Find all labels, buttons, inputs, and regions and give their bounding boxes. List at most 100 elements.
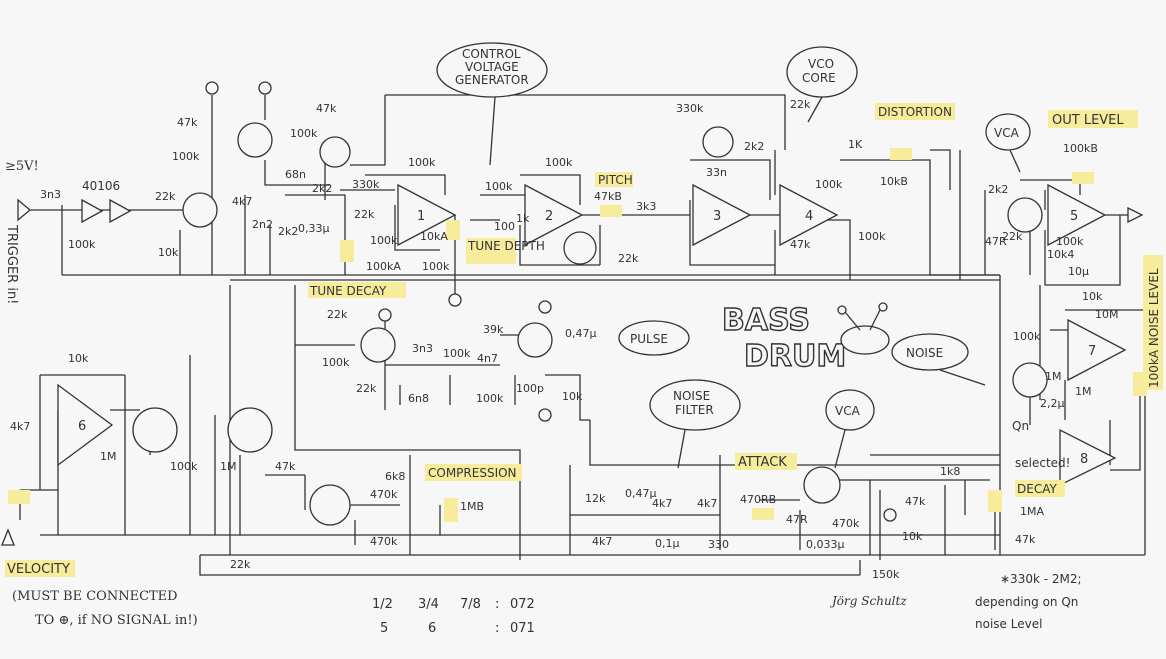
pin-row1-col2: 3/4 [418, 597, 439, 612]
pin-row1-col3: 7/8 [460, 597, 481, 612]
opamps: 1 2 3 4 5 6 7 8 [57, 183, 1127, 487]
transistors [132, 122, 1048, 526]
component-r_2k2_v: 2k2 [278, 225, 298, 238]
component-r_47r_b: 47R [786, 513, 808, 526]
selected-note: selected! [1015, 456, 1070, 470]
component-r_2k2_b: 2k2 [744, 140, 764, 153]
component-r_39k: 39k [483, 323, 504, 336]
component-p_470rb: 470RB [740, 493, 776, 506]
signature: Jörg Schultz [829, 594, 907, 608]
component-r_22k_a: 22k [155, 190, 176, 203]
compression-label: COMPRESSION [428, 466, 517, 480]
chip-40106-label: 40106 [82, 179, 120, 193]
decay-label: DECAY [1017, 482, 1057, 496]
component-c_3n3b: 3n3 [412, 342, 433, 355]
pin-row2-col2: 6 [428, 621, 436, 636]
component-c_100p: 100p [516, 382, 544, 395]
out-level-label: OUT LEVEL [1052, 113, 1124, 128]
cvg-bubble-line2: VOLTAGE [465, 60, 519, 74]
cvg-bubble-line1: CONTROL [462, 47, 521, 61]
component-c_2n2: 2n2 [252, 218, 273, 231]
pulse-bubble: PULSE [630, 332, 668, 346]
noise-bubble: NOISE [906, 346, 943, 360]
component-r_100k_o: 100k [170, 460, 198, 473]
component-r_47k_d: 47k [275, 460, 296, 473]
transistor-vco [702, 126, 734, 158]
component-r_100_a: 100 [494, 220, 515, 233]
pitch-label: PITCH [598, 173, 633, 187]
component-r_47k_c: 47k [790, 238, 811, 251]
component-r_100k_h: 100k [545, 156, 573, 169]
component-c_68n: 68n [285, 168, 306, 181]
distortion-label: DISTORTION [878, 105, 952, 119]
component-r_150k: 150k [872, 568, 900, 581]
component-r_4k7_c: 4k7 [652, 497, 672, 510]
component-r_1k_a: 1k [516, 212, 530, 225]
trigger-jack-icon [17, 198, 32, 222]
control-highlights [5, 103, 1163, 577]
component-c_0033: 0,033µ [806, 538, 845, 551]
component-r_10k4: 10k4 [1047, 248, 1074, 261]
transistor-comp [309, 484, 351, 526]
footnote-line1: ∗330k - 2M2; [1000, 572, 1082, 586]
component-r_100k_m: 100k [443, 347, 471, 360]
component-r_47r: 47R [985, 235, 1007, 248]
noise-filter-bubble-line1: NOISE [673, 389, 710, 403]
title-bass: BASS [722, 303, 810, 338]
opamp-7-label: 7 [1088, 344, 1096, 359]
transistor-2 [319, 136, 351, 168]
footnote-line2: depending on Qn [975, 595, 1078, 609]
output-jack-icon [1127, 206, 1144, 224]
component-c_033: 0,33µ [298, 222, 330, 235]
velocity-label: VELOCITY [7, 562, 70, 577]
pin-row2-sep: : [495, 621, 499, 636]
component-r_1m_a: 1M [1075, 385, 1092, 398]
component-r_100k_c: 100k [290, 127, 318, 140]
component-r_22k_c: 22k [618, 252, 639, 265]
pin-row1-type: 072 [510, 597, 535, 612]
component-r_4k7_e: 4k7 [592, 535, 612, 548]
pin-row2-type: 071 [510, 621, 535, 636]
component-r_22k_f: 22k [356, 382, 377, 395]
cvg-bubble-line3: GENERATOR [455, 73, 529, 87]
transistor-trigger [182, 192, 218, 228]
pin-row1-sep: : [495, 597, 499, 612]
component-r_100k_p: 100k [1056, 235, 1084, 248]
component-r_4n7: 4n7 [477, 352, 498, 365]
component-r_100k_j: 100k [858, 230, 886, 243]
vco-bubble-line1: VCO [808, 57, 834, 71]
component-d_1k8: 1k8 [940, 465, 960, 478]
component-c_047b: 0,47µ [625, 487, 657, 500]
bubbles: CONTROL VOLTAGE GENERATOR VCO CORE VCA P… [436, 42, 1031, 469]
component-r_22k_g: 22k [230, 558, 251, 571]
wires [19, 94, 1146, 576]
trigger-in-label: TRIGGER in! [4, 224, 19, 304]
component-r_10k_e: 10k [902, 530, 923, 543]
component-r_2k2_c: 2k2 [988, 183, 1008, 196]
noise-level-label: 100kA NOISE LEVEL [1147, 268, 1161, 388]
component-c_6n8: 6n8 [408, 392, 429, 405]
velocity-note-line2: TO ⊕, if NO SIGNAL in!) [35, 613, 198, 628]
pin-table: 1/2 3/4 7/8 : 072 5 6 : 071 [372, 597, 535, 636]
transistor-noise [1012, 362, 1048, 398]
component-r_22k_e: 22k [327, 308, 348, 321]
component-c_3n3a: 3n3 [40, 188, 61, 201]
component-r_100k_l: 100k [322, 356, 350, 369]
drum-doodle-icon [837, 302, 890, 355]
transistor-pulse-2 [517, 322, 553, 358]
component-c_2u2: 2,2µ [1040, 397, 1065, 410]
vco-bubble-line2: CORE [802, 71, 836, 85]
opamp-2-label: 2 [545, 209, 553, 224]
schmitt-inverters [81, 198, 132, 224]
component-p_47kb: 47kB [594, 190, 622, 203]
component-r_10k_b: 10k [1082, 290, 1103, 303]
tune-decay-label: TUNE DECAY [309, 284, 387, 298]
component-r_10k_c: 10k [562, 390, 583, 403]
component-r_100k_a: 100k [68, 238, 96, 251]
footnote-line3: noise Level [975, 617, 1042, 631]
opamp-4-label: 4 [805, 209, 813, 224]
component-p_10ka: 10kA [420, 230, 448, 243]
component-p_100ka: 100kA [366, 260, 401, 273]
transistor-vel-1 [132, 407, 178, 453]
